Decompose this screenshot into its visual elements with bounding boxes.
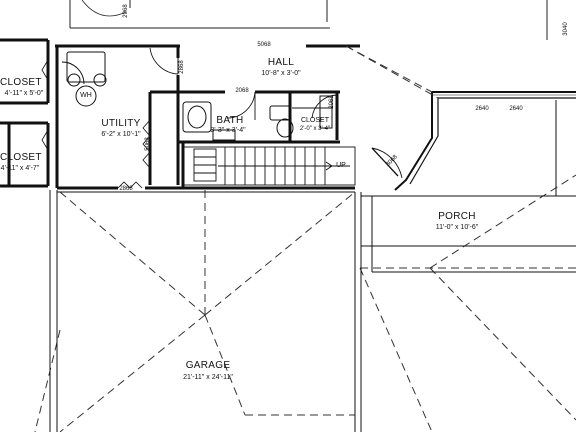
door-note-utility-bottom: 2868 xyxy=(119,186,133,192)
room-label-closet-small: CLOSET xyxy=(300,117,329,124)
water-heater-label: WH xyxy=(80,92,92,99)
window-note-far: 3040 xyxy=(563,22,569,36)
bay-wall xyxy=(394,91,576,191)
garage-outline xyxy=(49,190,362,432)
door-note-hall-left: 2868 xyxy=(179,60,185,74)
room-size-garage: 21'-11" x 24'-11" xyxy=(183,374,233,381)
door-note-bath: 2068 xyxy=(235,88,249,94)
room-size-bath: 8'-3" x 3'-4" xyxy=(210,127,246,134)
door-note-top: 2068 xyxy=(123,4,129,18)
stair-up-label: UP xyxy=(336,162,346,169)
room-size-closet-lower: 4'-11" x 4'-7" xyxy=(0,165,40,172)
plumbing-fixtures xyxy=(66,51,333,141)
window-note-left: 2640 xyxy=(475,106,489,112)
porch-outline xyxy=(361,100,576,273)
door-note-utility-side: 5068 xyxy=(145,137,151,151)
dashed-lines xyxy=(34,45,576,432)
room-label-bath: BATH xyxy=(216,115,244,126)
upper-room-outline xyxy=(69,0,548,40)
room-label-utility: UTILITY xyxy=(101,118,141,129)
bifold-doors xyxy=(41,59,151,189)
window-note-right: 2640 xyxy=(509,106,523,112)
room-size-utility: 6'-2" x 10'-1" xyxy=(101,131,141,138)
room-size-porch: 11'-0" x 10'-6" xyxy=(435,224,479,231)
door-note-closet: 2068 xyxy=(329,95,335,109)
room-label-closet-lower: CLOSET xyxy=(0,152,42,163)
stair xyxy=(182,146,356,186)
room-label-closet-upper: CLOSET xyxy=(0,77,42,88)
doors xyxy=(61,46,403,179)
room-label-garage: GARAGE xyxy=(185,360,231,371)
room-size-hall: 10'-8" x 3'-0" xyxy=(261,70,301,77)
door-note-hall-top: 5068 xyxy=(257,42,271,48)
room-label-porch: PORCH xyxy=(438,211,476,222)
room-size-closet-upper: 4'-11" x 5'-0" xyxy=(4,90,44,97)
room-size-closet-small: 2'-0" x 3'-4" xyxy=(299,126,331,132)
room-label-hall: HALL xyxy=(267,57,295,68)
